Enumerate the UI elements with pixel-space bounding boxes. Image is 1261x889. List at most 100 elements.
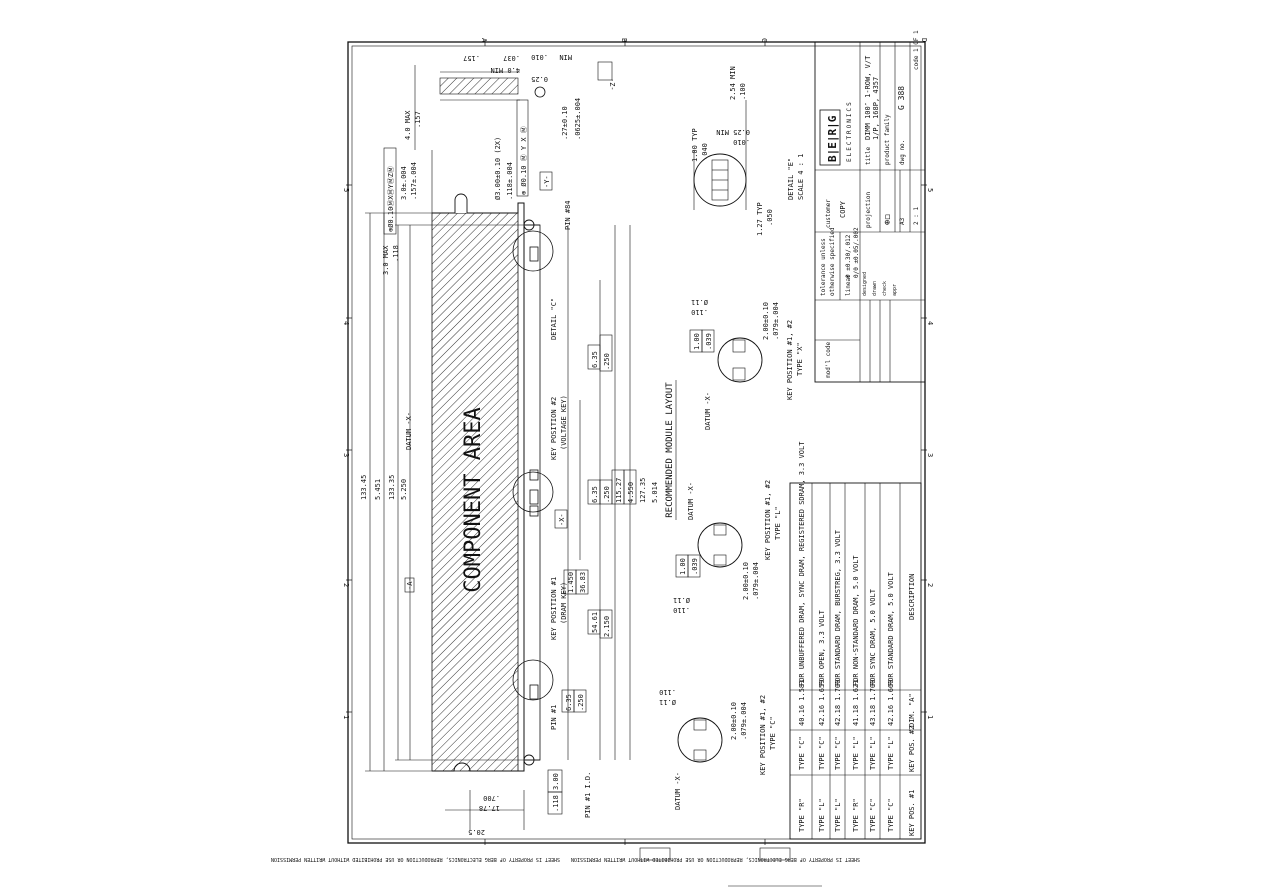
dim-label: 4.550	[627, 482, 635, 503]
grid-col-label: C	[760, 38, 768, 42]
detail-type-x: 1.00 .039 Ø.11 .110 2.00±0.10 .079±.004 …	[689, 298, 804, 430]
svg-text:1.00: 1.00	[693, 333, 701, 350]
table-cell: TYPE "C"	[887, 798, 895, 832]
dim-label: .250	[603, 486, 611, 503]
dim-label: 3.0 MAX	[382, 245, 390, 275]
svg-text:0/0 ±0.05/.002: 0/0 ±0.05/.002	[853, 227, 860, 278]
pin-1-label: PIN #1	[550, 705, 558, 730]
grid-row-label: 2	[926, 583, 934, 587]
inner-labels: DETAIL "C" KEY POSITION #2 (VOLTAGE KEY)…	[468, 298, 659, 836]
table-cell: 42.18 1.700	[834, 680, 842, 726]
sheet-border	[347, 41, 926, 844]
svg-text:1.00: 1.00	[679, 558, 687, 575]
hole-dim: .118±.004	[506, 162, 514, 200]
drawing-title-2: 1/P, 168P, 4357	[872, 77, 880, 140]
grid-row-label: 5	[342, 188, 350, 192]
dram-key-label: (DRAM KEY)	[560, 582, 568, 624]
company-sub: ELECTRONICS	[846, 100, 853, 162]
svg-text:check: check	[882, 281, 888, 296]
detail-circle	[512, 230, 554, 272]
dim-label: 54.61	[591, 612, 599, 633]
detail-c-type: TYPE "C"	[769, 716, 777, 750]
edge-connector	[523, 224, 541, 761]
dim-label: 133.35	[388, 475, 396, 500]
left-dimensions: 133.45 5.451 133.35 5.250 3.0 MAX .118 4…	[360, 110, 422, 593]
dim-label: 4.0 MIN	[490, 66, 520, 74]
table-cell: FOR STANDARD DRAM, BURSTREG, 3.3 VOLT	[834, 529, 842, 686]
grid-row-label: 1	[342, 715, 350, 719]
svg-text:COPY: COPY	[839, 200, 847, 218]
table-header: DIM. "A"	[908, 693, 916, 727]
svg-text:.079±.004: .079±.004	[772, 302, 780, 340]
svg-text:2.00±0.10: 2.00±0.10	[742, 562, 750, 600]
detail-x-title: KEY POSITION #1, #2	[786, 320, 794, 400]
svg-text:linear: linear	[845, 274, 852, 296]
svg-text:.110: .110	[659, 688, 676, 696]
table-cell: 42.16 1.660	[887, 680, 895, 726]
detail-circle	[512, 659, 554, 701]
voltage-key-label: (VOLTAGE KEY)	[560, 395, 568, 450]
hole-dim: 3.0±.004	[400, 166, 408, 200]
table-cell: TYPE "L"	[852, 736, 860, 770]
detail-l-title: KEY POSITION #1, #2	[764, 480, 772, 560]
table-cell: TYPE "C"	[798, 736, 806, 770]
table-cell: FOR STANDARD DRAM, 5.0 VOLT	[887, 571, 895, 686]
table-header: KEY POS. #1	[908, 790, 916, 836]
table-cell: TYPE "L"	[818, 798, 826, 832]
table-cell: FOR UNBUFFERED DRAM, SYNC DRAM, REGISTER…	[798, 441, 806, 686]
svg-text:Ø.11: Ø.11	[659, 698, 676, 706]
dim-label: 5.250	[400, 479, 408, 500]
datum-z-tag: -Z-	[608, 78, 616, 91]
svg-text:2.00±0.10: 2.00±0.10	[730, 702, 738, 740]
title-block: B|E|R|G ELECTRONICS title DIMM 100″ 1-RO…	[814, 30, 926, 383]
svg-text:1 OF 1: 1 OF 1	[913, 30, 920, 52]
svg-text:DATUM -X-: DATUM -X-	[687, 482, 695, 520]
hole-dim: ⊕ Ø0.10 Ⓜ Y X Ⓜ	[520, 126, 528, 195]
svg-text:2 : 1: 2 : 1	[913, 207, 920, 225]
svg-text:.040: .040	[701, 143, 709, 160]
table-cell: TYPE "L"	[869, 736, 877, 770]
grid-row-label: 3	[342, 453, 350, 457]
dim-label: .250	[577, 694, 585, 711]
svg-text:.010: .010	[733, 138, 750, 146]
pin-1-id-label: PIN #1 I.D.	[584, 772, 592, 818]
svg-text:code: code	[913, 55, 920, 70]
hole-dim: ⊕Ø0.10ⓂXⓂYⓂZⓂ	[387, 166, 395, 232]
detail-c-label: DETAIL "C"	[550, 298, 558, 340]
dim-label: 6.35	[591, 486, 599, 503]
dim-label: 2.150	[603, 616, 611, 637]
dimension-lines	[365, 65, 631, 830]
footer-note: SHEET IS PROPERTY OF BERG ELECTRONICS, R…	[271, 856, 560, 862]
svg-text:Ø.11: Ø.11	[691, 298, 708, 306]
dim-label: 5.014	[651, 482, 659, 503]
svg-text:.079±.004: .079±.004	[752, 562, 760, 600]
table-header: DESCRIPTION	[908, 574, 916, 620]
table-cell: FOR SYNC DRAM, 5.0 VOLT	[869, 588, 877, 686]
dim-label: 6.35	[591, 351, 599, 368]
detail-circle	[512, 471, 554, 513]
svg-text:DATUM -X-: DATUM -X-	[674, 772, 682, 810]
component-area	[431, 212, 519, 772]
pin-84-label: PIN #84	[564, 200, 572, 230]
dim-label: 20.5	[468, 828, 485, 836]
dim-label: 4.0 MAX	[404, 110, 412, 140]
svg-text:product family: product family	[884, 114, 891, 165]
key-pos-2-label: KEY POSITION #2	[550, 397, 558, 460]
detail-l-type: TYPE "L"	[774, 506, 782, 540]
dim-label: 133.45	[360, 475, 368, 500]
component-area-label: COMPONENT AREA	[461, 407, 486, 592]
dim-label: .037	[503, 54, 520, 62]
table-cell: FOR OPEN, 3.3 VOLT	[818, 609, 826, 686]
dim-label: 3.00	[552, 773, 560, 790]
svg-text:DATUM -X-: DATUM -X-	[704, 392, 712, 430]
svg-text:.110: .110	[673, 606, 690, 614]
grid-row-label: 4	[342, 321, 350, 325]
key-table: KEY POS. #1 KEY POS. #2 DIM. "A" DESCRIP…	[789, 441, 922, 840]
grid-ticks	[346, 40, 927, 845]
table-header: KEY POS. #2	[908, 726, 916, 772]
drawing-number: G 388	[897, 86, 906, 110]
table-cell: TYPE "C"	[869, 798, 877, 832]
svg-text:⊕◻: ⊕◻	[883, 214, 893, 225]
grid-row-label: 5	[926, 188, 934, 192]
